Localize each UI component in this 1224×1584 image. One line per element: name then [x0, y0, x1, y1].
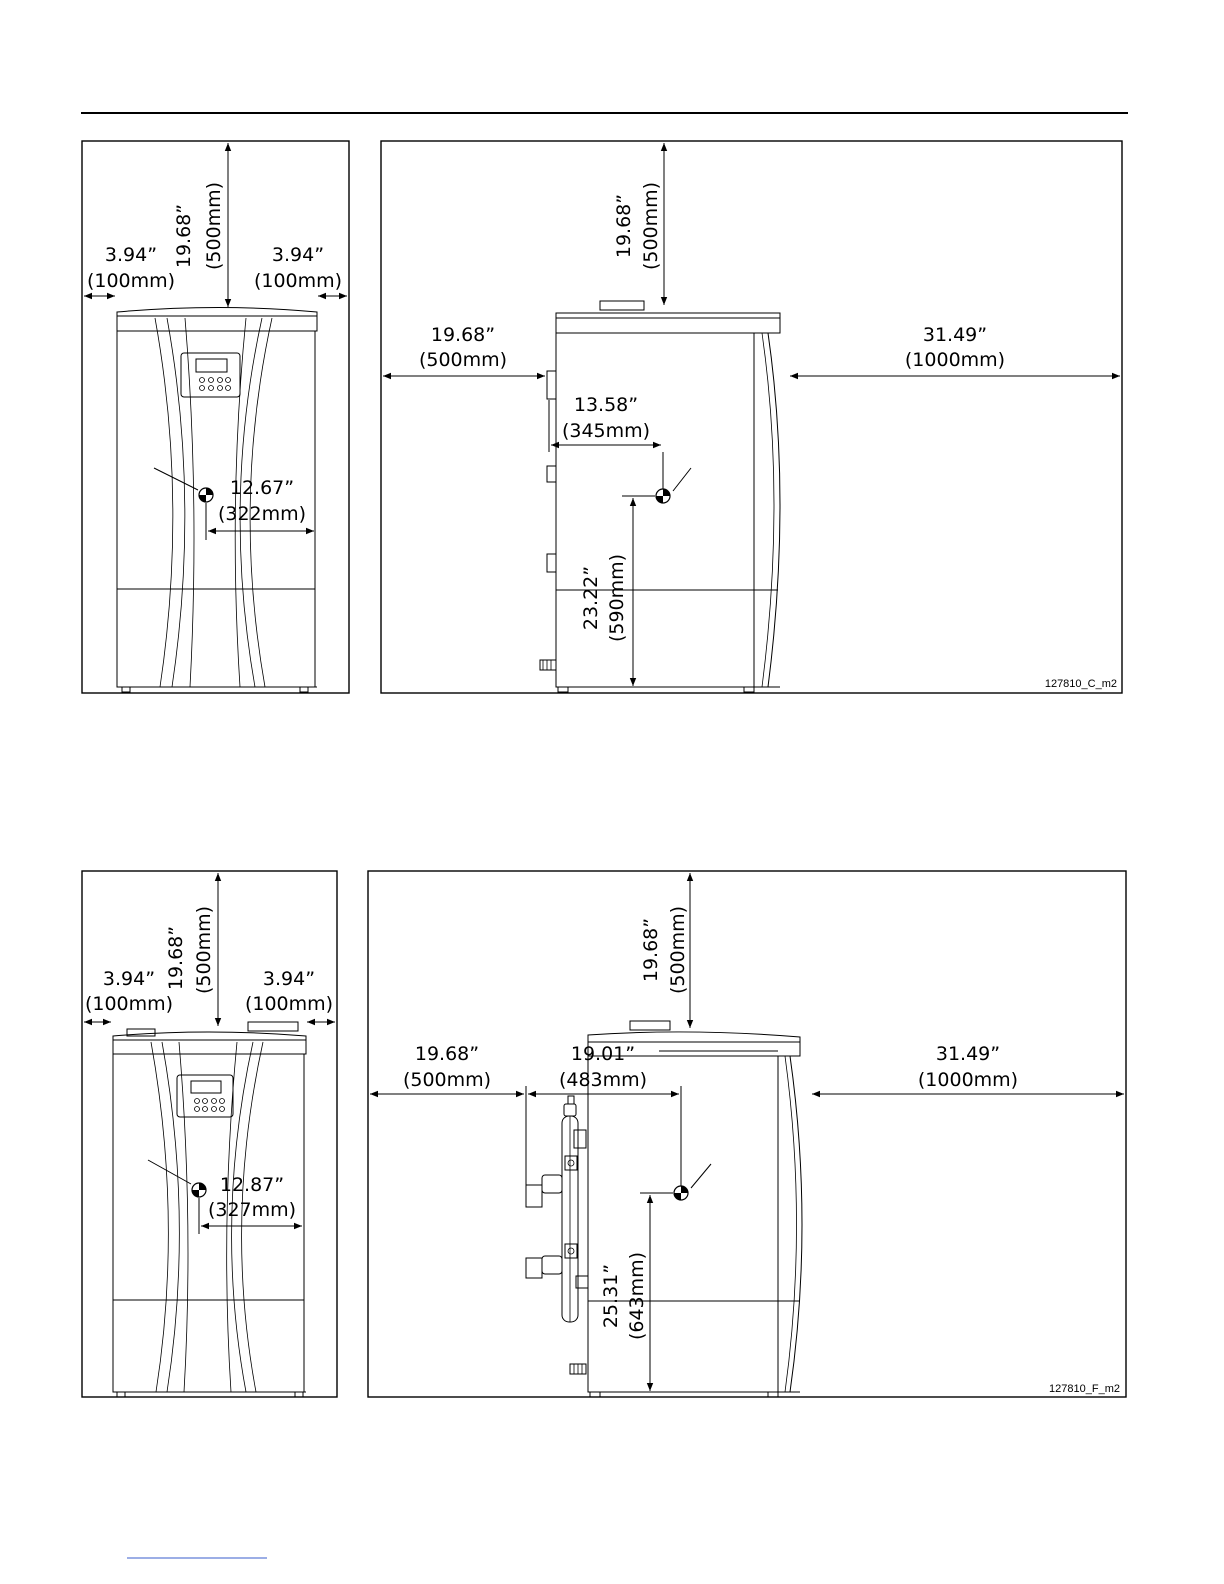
top-front-right-clear: 3.94” [272, 244, 324, 266]
bottom-front-cg-side-mm: (327mm) [208, 1199, 296, 1221]
top-side-front-clear: 31.49” [923, 324, 987, 346]
top-side-rear-clear-mm: (500mm) [419, 349, 507, 371]
bottom-front-top-clear: 19.68” [165, 926, 187, 990]
bottom-side-cg-height: 25.31” [600, 1264, 622, 1328]
bottom-side-top-clear-mm: (500mm) [667, 906, 689, 994]
top-side-front-clear-mm: (1000mm) [905, 349, 1005, 371]
top-side-cg-depth: 13.58” [574, 394, 638, 416]
svg-text:(500mm): (500mm) [203, 182, 225, 270]
top-side-rear-clear: 19.68” [431, 324, 495, 346]
bottom-front-left-clear-mm: (100mm) [85, 993, 173, 1015]
bottom-side-drawing-code: 127810_F_m2 [1049, 1383, 1120, 1395]
bottom-side-cg-icon [674, 1164, 711, 1200]
svg-text:(500mm): (500mm) [640, 182, 662, 270]
svg-text:19.68”: 19.68” [613, 194, 635, 258]
top-front-cg-icon [154, 468, 213, 502]
top-front-cg-side-mm: (322mm) [218, 503, 306, 525]
top-side-cg-icon [656, 468, 691, 503]
bottom-side-top-clear: 19.68” [640, 918, 662, 982]
top-side-frame [381, 141, 1122, 693]
bottom-side-cg-height-mm: (643mm) [626, 1252, 648, 1340]
svg-text:(500mm): (500mm) [193, 906, 215, 994]
bottom-side-rear-clear: 19.68” [415, 1043, 479, 1065]
svg-text:19.68”: 19.68” [173, 204, 195, 268]
svg-text:(590mm): (590mm) [606, 554, 628, 642]
top-side-cg-height-mm: (590mm) [606, 554, 628, 642]
svg-text:(500mm): (500mm) [667, 906, 689, 994]
bottom-side-frame [368, 871, 1126, 1397]
svg-text:19.68”: 19.68” [165, 926, 187, 990]
bottom-front-left-clear: 3.94” [103, 968, 155, 990]
bottom-front-view: 19.68” (500mm) 3.94” (100mm) 3.94” (100m… [82, 871, 337, 1397]
top-front-top-clear-mm: (500mm) [203, 182, 225, 270]
top-front-view: 19.68” (500mm) 3.94” (100mm) 3.94” (100m… [82, 141, 349, 693]
top-front-left-clear-mm: (100mm) [87, 270, 175, 292]
top-side-top-clear-mm: (500mm) [640, 182, 662, 270]
svg-text:25.31”: 25.31” [600, 1264, 622, 1328]
bottom-front-cg-side: 12.87” [220, 1174, 284, 1196]
pipe-manifold [526, 1096, 588, 1374]
top-side-drawing-code: 127810_C_m2 [1045, 678, 1117, 690]
bottom-side-front-clear-mm: (1000mm) [918, 1069, 1018, 1091]
bottom-side-view: 19.68” (500mm) 19.68” (500mm) 19.01” (48… [368, 871, 1126, 1397]
bottom-front-top-clear-mm: (500mm) [193, 906, 215, 994]
top-side-cg-depth-mm: (345mm) [562, 420, 650, 442]
top-side-cg-height: 23.22” [580, 566, 602, 630]
top-front-left-clear: 3.94” [105, 244, 157, 266]
svg-text:23.22”: 23.22” [580, 566, 602, 630]
bottom-side-cg-depth-mm: (483mm) [559, 1069, 647, 1091]
top-front-top-clear: 19.68” [173, 204, 195, 268]
bottom-side-cg-depth: 19.01” [571, 1043, 635, 1065]
top-side-view: 19.68” (500mm) 19.68” (500mm) 31.49” (10… [381, 141, 1122, 693]
bottom-front-right-clear-mm: (100mm) [245, 993, 333, 1015]
top-side-top-clear: 19.68” [613, 194, 635, 258]
bottom-side-front-clear: 31.49” [936, 1043, 1000, 1065]
top-front-boiler [117, 308, 317, 693]
bottom-front-right-clear: 3.94” [263, 968, 315, 990]
svg-text:19.68”: 19.68” [640, 918, 662, 982]
svg-text:(643mm): (643mm) [626, 1252, 648, 1340]
bottom-side-rear-clear-mm: (500mm) [403, 1069, 491, 1091]
top-front-right-clear-mm: (100mm) [254, 270, 342, 292]
top-front-cg-side: 12.67” [230, 477, 294, 499]
